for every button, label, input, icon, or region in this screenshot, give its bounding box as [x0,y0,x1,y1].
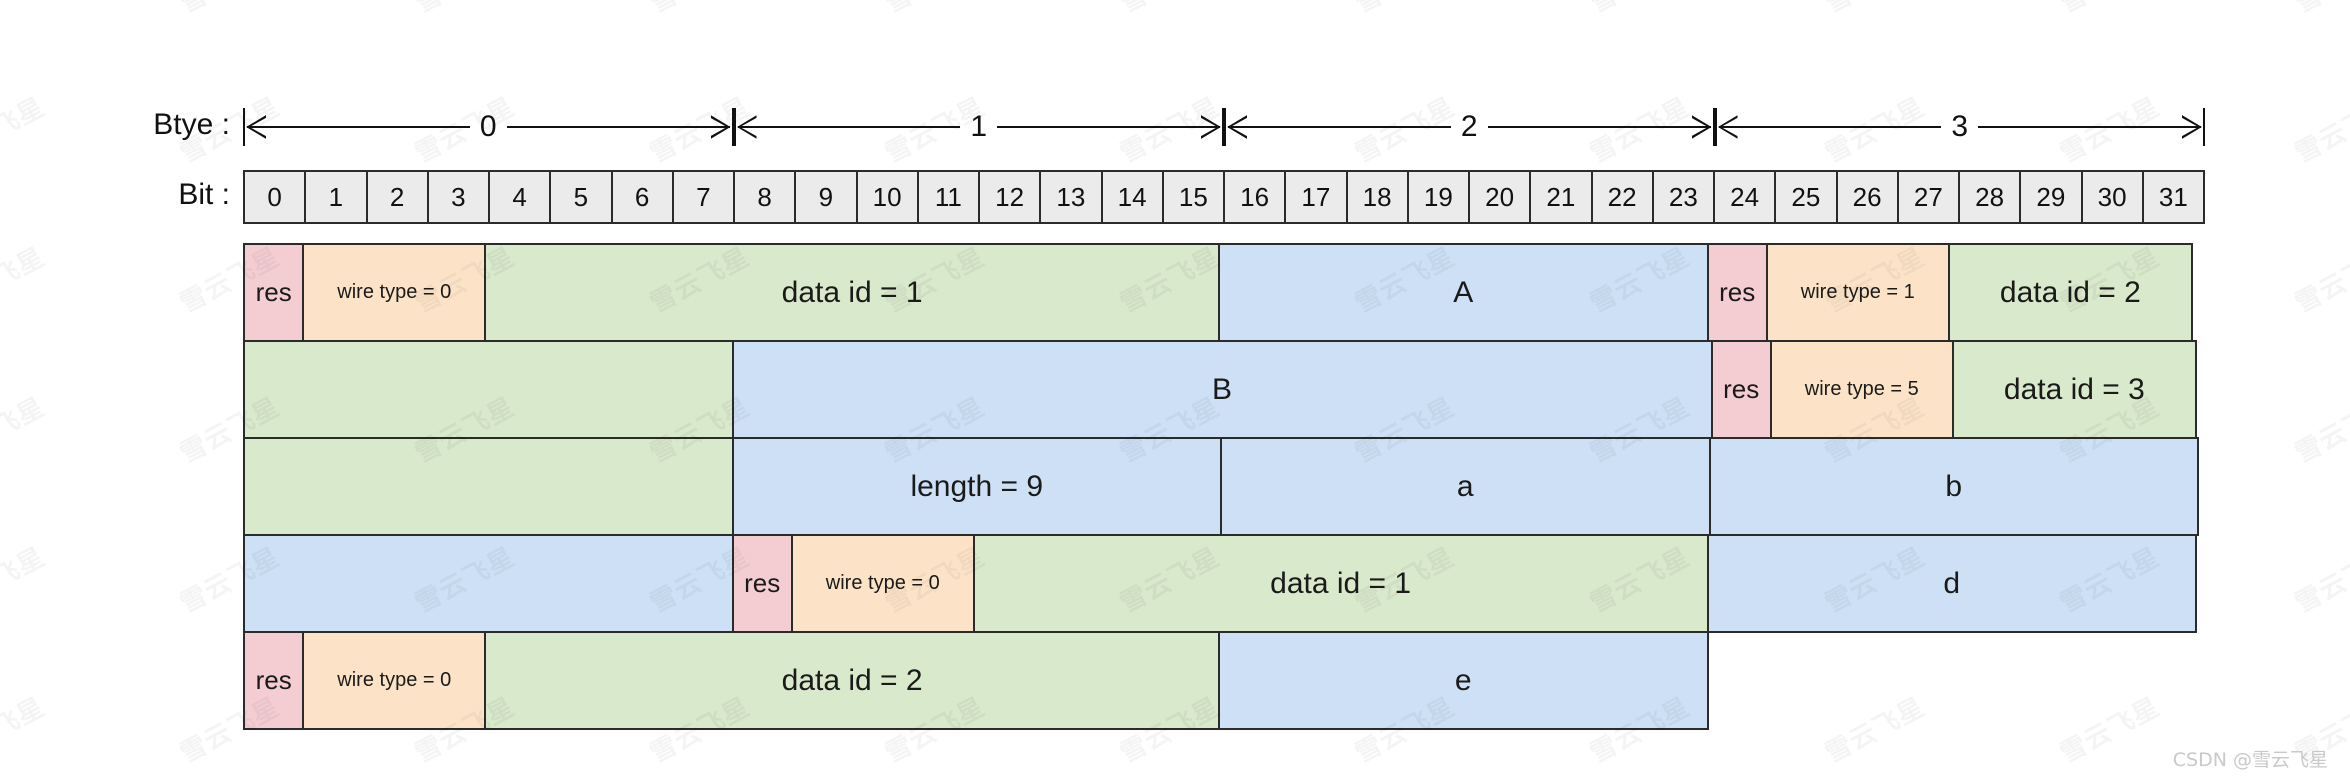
bit-axis-label: Bit : [178,178,230,211]
bit-cell-9: 9 [796,172,858,222]
field-cell-empty [1707,631,2198,730]
field-cell-val: A [1218,243,1709,342]
bit-cell-23: 23 [1654,172,1715,222]
field-cell-val: d [1706,534,2197,633]
bit-cell-28: 28 [1960,172,2022,222]
byte-tick-right-icon [1222,108,1224,146]
field-cell-id: data id = 1 [484,243,1220,342]
field-cell-val-continuation [243,534,734,633]
field-cell-id: data id = 2 [1947,243,2193,342]
bit-cell-19: 19 [1409,172,1470,222]
byte-index-label: 0 [469,112,507,142]
credit-watermark: CSDN @雪云飞星 [2172,749,2328,771]
field-cell-wire: wire type = 5 [1769,340,1954,439]
byte-tick-right-icon [731,108,734,146]
field-cell-val: a [1220,437,1711,536]
byte-segment-2: 2 [1224,104,1715,150]
field-cell-id-continuation [243,437,734,536]
byte-index-label: 3 [1941,112,1979,142]
byte-segment-0: 0 [243,104,734,150]
bit-cell-4: 4 [490,172,552,222]
bit-cell-27: 27 [1899,172,1960,222]
field-cell-res: res [1710,340,1772,439]
bit-cell-31: 31 [2158,181,2188,212]
bit-cell-3: 3 [429,172,490,222]
bit-cell-2: 2 [368,172,429,222]
field-cell-res: res [731,534,793,633]
bit-cell-15: 15 [1164,172,1225,222]
bit-cell-0: 0 [245,172,307,222]
field-cell-res: res [1706,243,1768,342]
byte-tick-left-icon [1224,108,1226,146]
byte-segment-1: 1 [733,104,1224,150]
byte-tick-right-icon [2203,108,2205,146]
byte-tick-right-icon [1712,108,1715,146]
byte-index-label: 2 [1450,112,1488,142]
bit-cell-12: 12 [980,172,1042,222]
bit-cell-24: 24 [1715,172,1777,222]
field-cell-val: B [731,340,1713,439]
field-cell-id: data id = 1 [972,534,1709,633]
bit-cell-13: 13 [1041,172,1103,222]
bit-cell-10: 10 [858,172,919,222]
byte-segment-3: 3 [1714,104,2205,150]
field-cell-res: res [243,631,305,730]
byte-tick-left-icon [733,108,736,146]
field-cell-wire: wire type = 1 [1765,243,1950,342]
bit-cell-1: 1 [306,172,368,222]
byte-index-label: 1 [960,112,998,142]
bit-cell-14: 14 [1103,172,1164,222]
field-cell-id-continuation [243,340,734,439]
bit-cell-16: 16 [1225,172,1287,222]
bit-cell-11: 11 [919,172,980,222]
field-cell-id: data id = 2 [484,631,1220,730]
bit-cell-26: 26 [1838,172,1899,222]
bit-cell-6: 6 [613,172,674,222]
byte-tick-left-icon [1714,108,1717,146]
bit-cell-30: 30 [2083,172,2144,222]
field-cell-val: b [1708,437,2199,536]
bit-cell-5: 5 [551,172,613,222]
bit-cell-21: 21 [1531,172,1593,222]
field-cell-wire: wire type = 0 [302,243,487,342]
bit-cell-25: 25 [1776,172,1838,222]
field-cell-val: length = 9 [731,437,1222,536]
field-cell-wire: wire type = 0 [302,631,487,730]
bit-cell-20: 20 [1470,172,1532,222]
bit-cell-7: 7 [674,172,735,222]
bit-cell-22: 22 [1593,172,1654,222]
bit-cell-8: 8 [735,172,797,222]
bit-cell-17: 17 [1286,172,1348,222]
field-cell-wire: wire type = 0 [790,534,975,633]
byte-tick-left-icon [243,108,245,146]
byte-ruler: 0 1 2 3 [243,104,2205,150]
field-cell-id: data id = 3 [1951,340,2197,439]
field-cell-res: res [243,243,305,342]
bit-cell-18: 18 [1348,172,1409,222]
field-cell-val: e [1218,631,1709,730]
byte-axis-label: Btye : [153,108,230,141]
bit-cell-29: 29 [2021,172,2083,222]
